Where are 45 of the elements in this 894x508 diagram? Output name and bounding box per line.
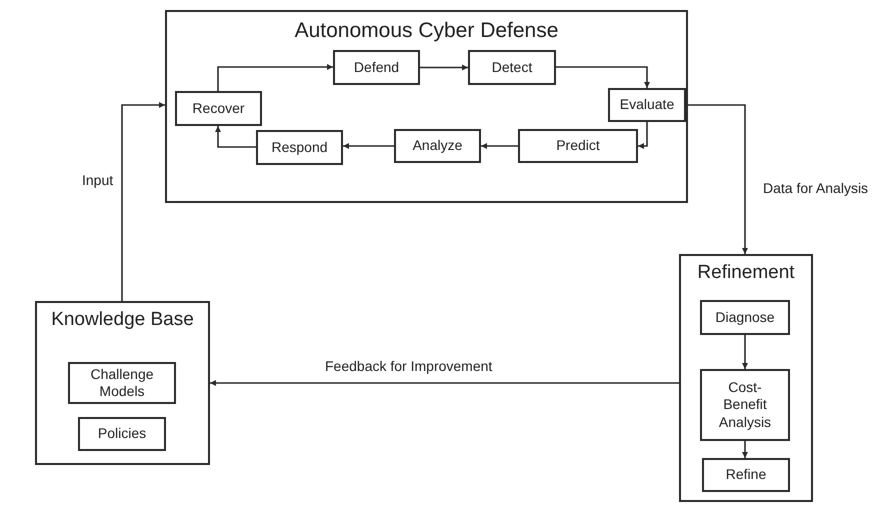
process-box — [175, 91, 262, 126]
process-box — [256, 130, 343, 165]
arrow — [343, 143, 394, 149]
group-title: Refinement — [697, 262, 795, 285]
box-label: Detect — [492, 58, 532, 76]
process-box — [468, 50, 556, 85]
arrow — [742, 335, 748, 369]
process-box — [700, 300, 790, 335]
arrow — [215, 126, 256, 148]
box-label: Predict — [556, 137, 600, 155]
arrow — [688, 104, 748, 254]
box-label: Defend — [354, 58, 400, 76]
edge-label: Data for Analysis — [761, 180, 870, 196]
process-box — [333, 50, 420, 85]
process-box — [78, 417, 166, 451]
group-title: Knowledge Base — [51, 309, 194, 332]
group-box — [165, 10, 688, 203]
arrow — [742, 441, 748, 458]
arrow — [420, 64, 468, 70]
edge-label: Input — [80, 172, 116, 188]
box-label: Policies — [98, 425, 146, 443]
arrow — [481, 143, 518, 149]
edge-label: Feedback for Improvement — [323, 358, 494, 374]
box-label: Cost-Benefit Analysis — [718, 378, 772, 432]
box-label: Evaluate — [620, 96, 674, 114]
box-label: Respond — [271, 138, 328, 156]
group-box — [679, 254, 813, 502]
arrow — [210, 380, 679, 386]
box-label: Recover — [192, 100, 245, 118]
box-label: Diagnose — [715, 308, 775, 326]
arrow — [556, 66, 650, 88]
process-box — [608, 88, 686, 122]
arrow — [638, 122, 648, 149]
box-label: Refine — [726, 466, 766, 484]
box-label: Challenge Models — [89, 366, 155, 400]
process-box — [518, 129, 638, 163]
group-box — [35, 301, 210, 465]
process-box — [394, 129, 481, 163]
arrow — [121, 102, 165, 301]
process-box — [700, 369, 790, 441]
process-box — [68, 362, 176, 404]
arrow — [217, 64, 333, 91]
process-box — [702, 458, 790, 492]
group-title: Autonomous Cyber Defense — [294, 18, 558, 44]
box-label: Analyze — [412, 137, 462, 155]
